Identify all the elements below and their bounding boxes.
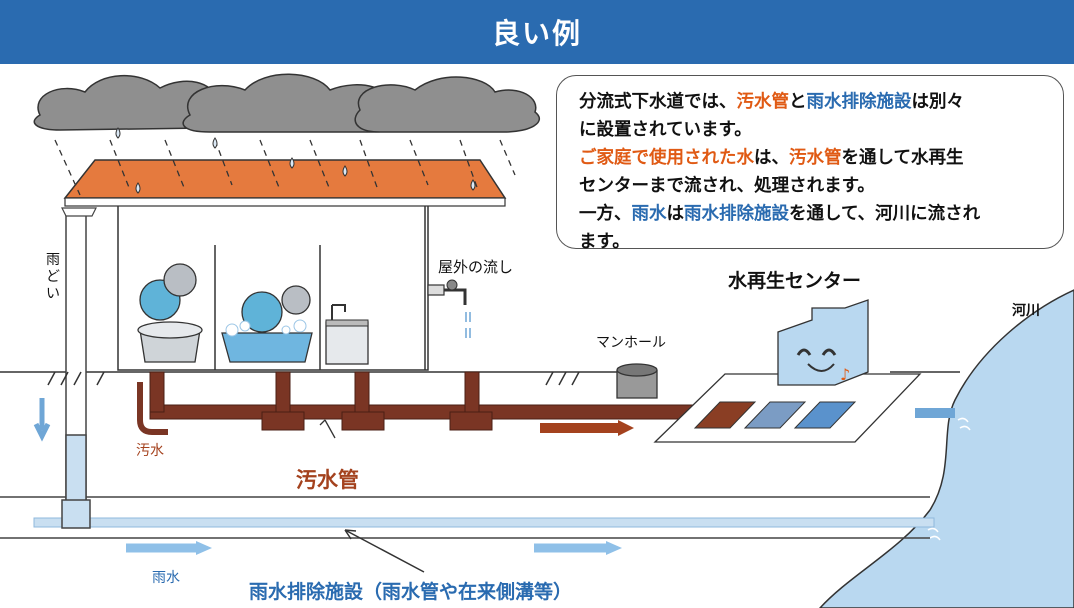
rain-small-label: 雨水 [152,570,180,586]
callout-line-1: 分流式下水道では、汚水管と雨水排除施設は別々 [579,92,964,112]
rain-streaks [54,139,516,196]
page-title: 良い例 [491,17,582,50]
rain-facility-label: 雨水排除施設（雨水管や在来側溝等） [249,581,573,603]
sewage-pipe-network [149,371,711,431]
rain-arrow-down [33,398,51,442]
svg-text:♪: ♪ [840,365,850,384]
sewage-pointer [319,419,336,439]
outdoor-sink [427,279,471,338]
raindrops [115,127,476,194]
kitchen-sink [325,304,369,365]
callout-line-6: ます。 [579,232,630,252]
river-ripple [927,417,971,541]
manhole-label: マンホール [596,335,666,351]
sewage-small-label: 汚水 [136,443,164,459]
sewer-diagram: ♪ [0,73,1074,608]
sewage-pipe-label: 汚水管 [296,468,359,492]
bathtub [221,285,313,363]
rain-facility-pointer [344,529,425,573]
explanation-callout: 分流式下水道では、汚水管と雨水排除施設は別々 に設置されています。 ご家庭で使用… [556,75,1064,252]
gutter-label: 雨どい [46,252,60,302]
river-label: 河川 [1012,303,1040,319]
callout-line-3: ご家庭で使用された水は、汚水管を通して水再生 [579,148,964,168]
toilet [137,263,203,363]
callout-line-4: センターまで流され、処理されます。 [579,176,875,196]
sewage-arrow-bend [137,382,168,435]
outdoor-sink-label: 屋外の流し [438,258,514,276]
river [818,289,1074,608]
roof-gutter [61,207,97,217]
downspout-elbow [61,499,91,529]
roof [63,159,507,199]
floor-hatch [47,371,580,386]
rain-pipe [33,517,935,528]
callout-line-2: に設置されています。 [579,120,752,140]
callout-line-5: 一方、雨水は雨水排除施設を通して、河川に流され [579,204,981,224]
page-header: 良い例 [0,0,1074,64]
manhole [616,363,658,399]
water-reclamation-center: ♪ [653,299,955,443]
rain-clouds [33,73,541,133]
center-label: 水再生センター [728,270,862,292]
